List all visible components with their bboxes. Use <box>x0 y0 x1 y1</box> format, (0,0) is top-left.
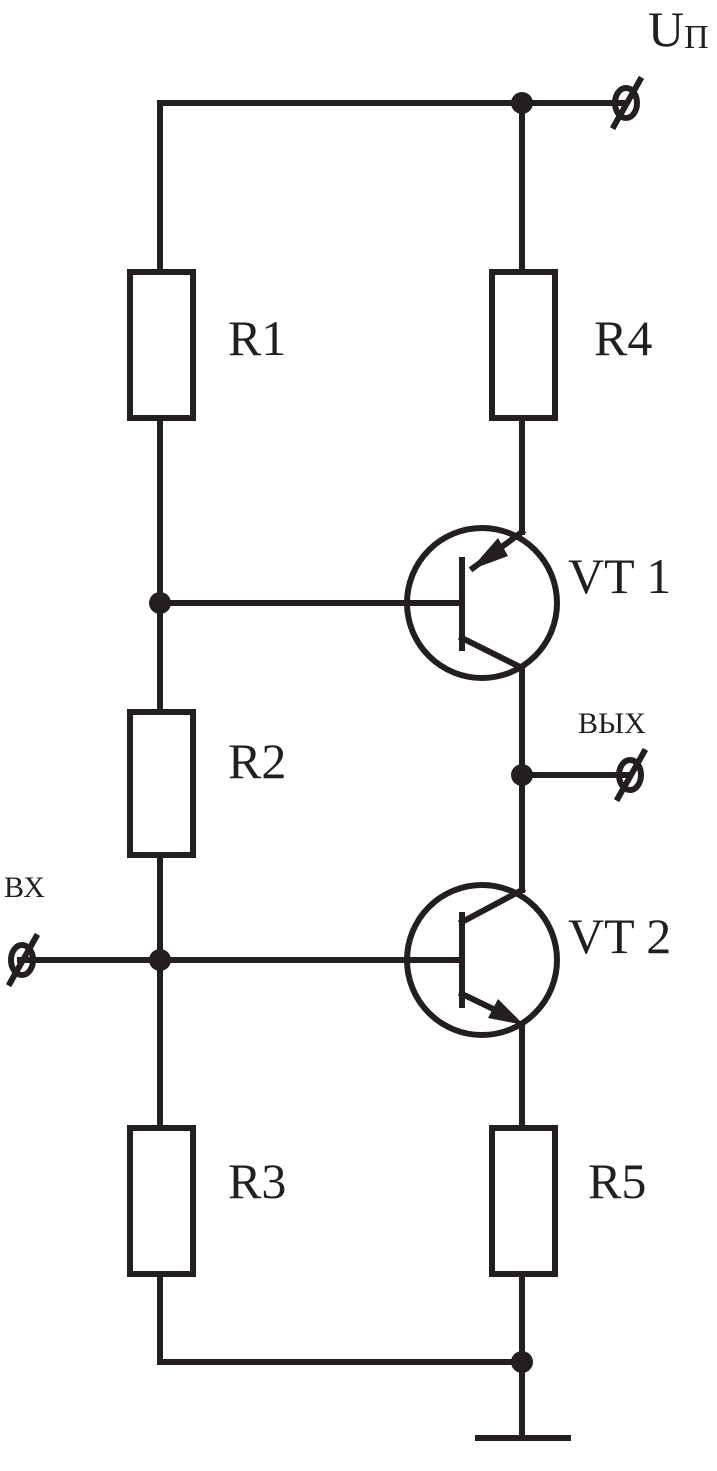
junction-output <box>511 764 533 786</box>
label-vt1: VT 1 <box>568 548 671 604</box>
junction-input <box>149 949 171 971</box>
junctions <box>149 92 533 1373</box>
resistor-r5-body <box>489 1125 558 1277</box>
label-r2: R2 <box>228 733 286 789</box>
terminal-output-ring <box>616 757 644 793</box>
label-vt2: VT 2 <box>568 908 671 964</box>
transistor-vt2-emitter-arrow <box>488 999 524 1025</box>
resistor-r2-body <box>127 709 196 858</box>
resistor-r4-body <box>489 269 558 421</box>
terminal-input-ring <box>8 942 36 978</box>
transistor-vt1-emitter-arrow <box>470 538 508 570</box>
terminal-input-slash <box>5 932 41 988</box>
supply-label-main: U <box>648 1 684 57</box>
junction-top-right <box>511 92 533 114</box>
wires <box>17 100 633 1441</box>
resistor-r3-body <box>127 1125 196 1277</box>
transistor-vt1 <box>404 525 560 681</box>
terminal-input <box>5 932 41 988</box>
terminal-supply <box>609 75 645 131</box>
label-output: ВЫХ <box>578 707 646 740</box>
terminal-supply-slash <box>609 75 645 131</box>
wire-left-bottom <box>157 1271 525 1365</box>
supply-label-subscript: П <box>684 19 709 56</box>
transistor-vt1-collector-lead <box>457 633 527 673</box>
label-r4: R4 <box>594 310 652 366</box>
transistor-vt2-collector-lead <box>457 885 527 927</box>
junction-vt1-base <box>149 592 171 614</box>
label-input: ВХ <box>4 871 45 904</box>
transistor-vt2 <box>404 882 560 1038</box>
label-r3: R3 <box>228 1153 286 1209</box>
label-r5: R5 <box>588 1153 646 1209</box>
supply-label: UП <box>648 1 709 57</box>
terminal-output <box>613 747 649 803</box>
label-r1: R1 <box>228 310 286 366</box>
junction-bottom-right <box>511 1351 533 1373</box>
terminal-supply-ring <box>612 85 640 121</box>
resistor-r1-body <box>127 269 196 421</box>
terminal-output-slash <box>613 747 649 803</box>
